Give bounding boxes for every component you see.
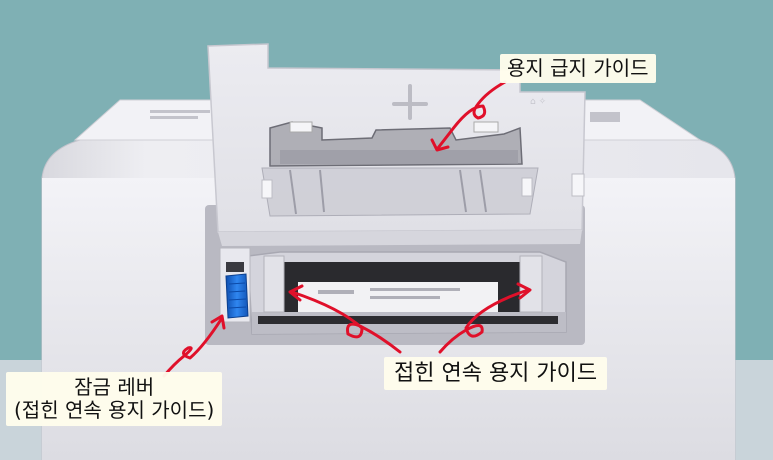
lock-lever-label-line2: (접힌 연속 용지 가이드) xyxy=(14,398,215,422)
arrow-head-feed-guide xyxy=(430,138,450,152)
arrow-head-lock-lever xyxy=(210,314,226,330)
fanfold-paper-guide-label: 접힌 연속 용지 가이드 xyxy=(384,357,608,391)
cover-hinge-tabs xyxy=(261,173,585,199)
body-sticker xyxy=(150,110,620,122)
lock-lever-label-line1: 잠금 레버 xyxy=(74,375,155,399)
arrow-to-fold-guide-left xyxy=(290,290,402,354)
cover-emboss: ⌂ ✧ xyxy=(530,97,547,107)
arrow-to-feed-guide xyxy=(436,80,507,150)
paper-feed-guide[interactable] xyxy=(261,121,539,217)
arrow-head-fold-guide-left xyxy=(288,284,304,302)
fanfold-paper-guide[interactable] xyxy=(247,251,567,335)
lock-lever[interactable] xyxy=(219,247,251,323)
cover-hinge-clip xyxy=(392,84,428,120)
lock-lever-label: 잠금 레버 (접힌 연속 용지 가이드) xyxy=(6,372,223,426)
rear-cover-edge xyxy=(218,230,582,246)
arrow-to-lock-lever xyxy=(162,316,224,378)
arrow-head-fold-guide-right xyxy=(516,282,532,300)
annotation-arrows xyxy=(162,80,532,378)
arrow-to-fold-guide-right xyxy=(438,288,530,354)
paper-feed-guide-label: 용지 급지 가이드 xyxy=(500,54,656,83)
